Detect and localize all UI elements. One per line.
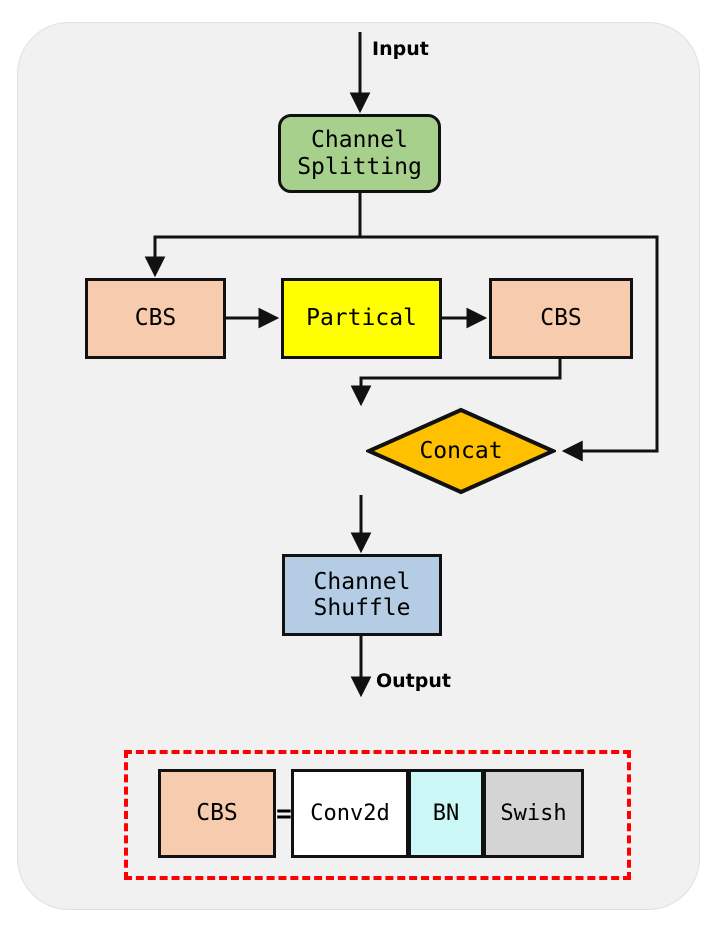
node-cbs-right[interactable]: CBS bbox=[489, 278, 633, 359]
edge-splitting-to-cbs-left bbox=[144, 235, 360, 278]
legend-block-cbs[interactable]: CBS bbox=[158, 769, 276, 858]
concat-diamond-shape bbox=[366, 407, 556, 495]
node-partical[interactable]: Partical bbox=[281, 278, 442, 359]
node-channel-splitting[interactable]: Channel Splitting bbox=[278, 114, 441, 193]
edge-splitting-to-concat bbox=[360, 235, 659, 462]
legend-container bbox=[124, 750, 631, 880]
legend-equals-sign: = bbox=[276, 798, 292, 829]
node-channel-shuffle[interactable]: Channel Shuffle bbox=[282, 554, 442, 636]
legend-block-conv2d[interactable]: Conv2d bbox=[291, 769, 409, 858]
legend-block-swish[interactable]: Swish bbox=[483, 769, 584, 858]
legend-block-bn[interactable]: BN bbox=[408, 769, 484, 858]
label-output: Output bbox=[376, 670, 451, 692]
label-input: Input bbox=[372, 38, 429, 60]
edge-cbs-right-to-concat bbox=[350, 359, 562, 407]
node-concat[interactable]: Concat bbox=[366, 407, 556, 495]
node-cbs-left[interactable]: CBS bbox=[85, 278, 226, 359]
